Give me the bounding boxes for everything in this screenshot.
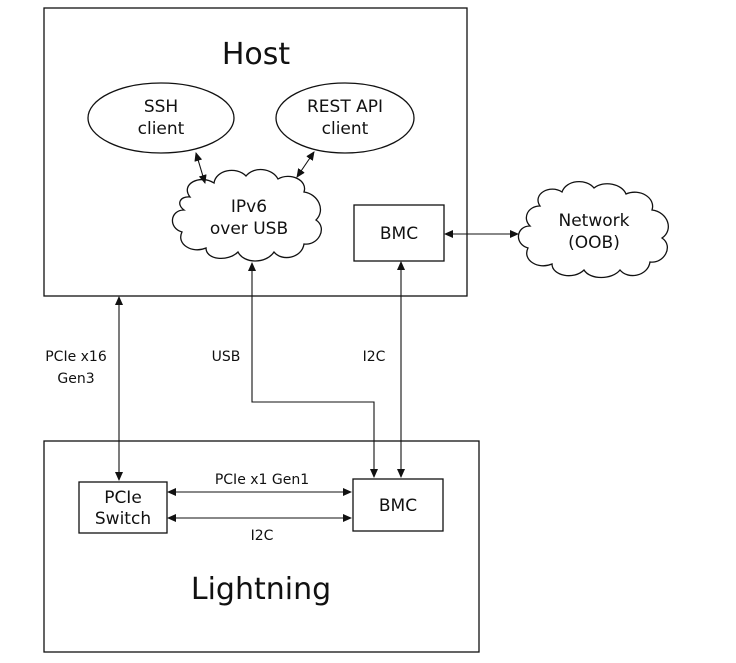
i2c-host-label: I2C: [363, 349, 386, 365]
network-oob-label-line2: (OOB): [568, 233, 620, 253]
lightning-title: Lightning: [191, 572, 331, 607]
rest-api-client-label-line2: client: [322, 119, 369, 139]
pcie-switch-label-line1: PCIe: [104, 488, 142, 508]
ssh-client-label-line1: SSH: [144, 97, 178, 117]
rest-api-client-label-line1: REST API: [307, 97, 383, 117]
pcie-x1-label: PCIe x1 Gen1: [215, 472, 309, 488]
usb-connector: [248, 262, 378, 478]
usb-label: USB: [212, 349, 241, 365]
ipv6-over-usb-label-line2: over USB: [210, 219, 288, 239]
host-title: Host: [222, 37, 291, 72]
ipv6-over-usb-label-line1: IPv6: [231, 197, 267, 217]
ssh-client-node: SSH client: [87, 82, 235, 154]
rest-api-client-ellipse: [275, 82, 415, 154]
network-oob-cloud: [517, 181, 669, 279]
ssh-to-ipv6-connector: [194, 152, 207, 184]
rest-to-ipv6-connector: [296, 151, 315, 178]
i2c-lightning-label: I2C: [251, 528, 274, 544]
ipv6-over-usb-cloud: [171, 168, 322, 262]
rest-api-client-node: REST API client: [275, 82, 415, 154]
network-oob-label-line1: Network: [559, 211, 630, 231]
lightning-bmc-box: [352, 478, 444, 532]
host-bmc-node: BMC: [353, 204, 445, 262]
pcie-x16-label-line1: PCIe x16: [45, 349, 107, 365]
ssh-client-label-line2: client: [138, 119, 185, 139]
pcie-x16-label-line2: Gen3: [57, 371, 94, 387]
pcie-switch-box: [78, 481, 168, 534]
network-oob-node: Network (OOB): [517, 181, 669, 279]
ipv6-over-usb-node: IPv6 over USB: [171, 168, 322, 262]
host-bmc-label: BMC: [380, 224, 418, 244]
pcie-switch-node: PCIe Switch: [78, 481, 168, 534]
ssh-client-ellipse: [87, 82, 235, 154]
pcie-switch-label-line2: Switch: [95, 509, 151, 529]
lightning-bmc-label: BMC: [379, 496, 417, 516]
lightning-bmc-node: BMC: [352, 478, 444, 532]
